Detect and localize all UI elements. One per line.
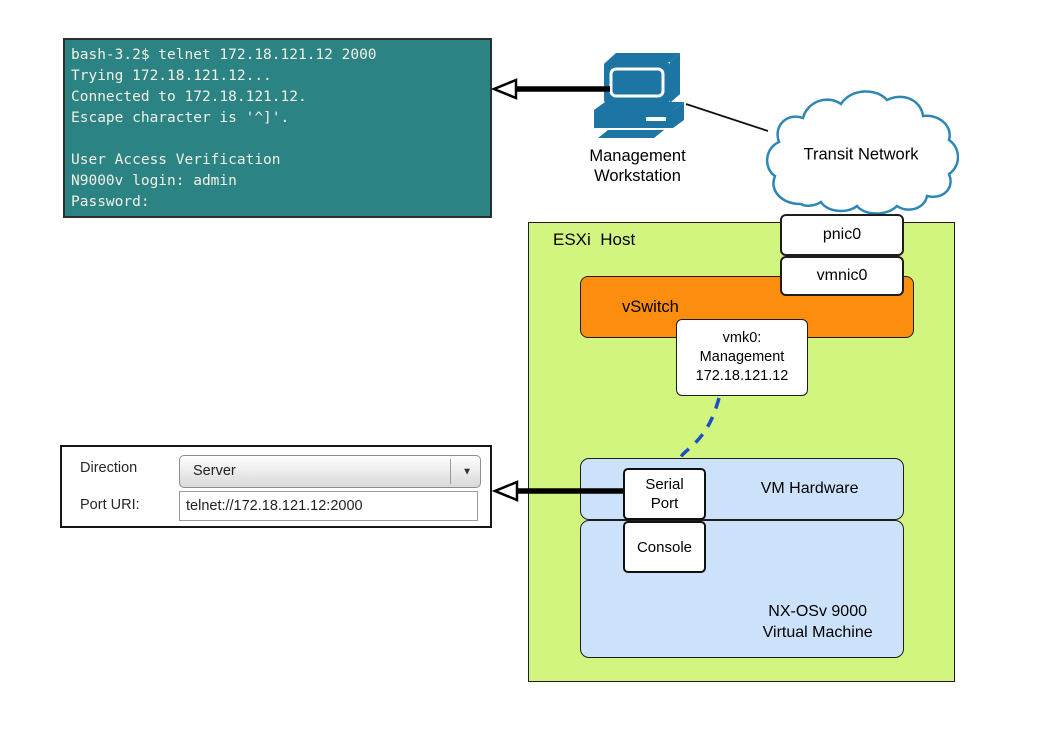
nxosv-label-line: NX-OSv 9000 [768,603,868,620]
direction-dropdown-value: Server [193,463,236,479]
direction-label: Direction [80,460,138,476]
vmk0-management-box: vmk0: Management 172.18.121.12 [676,319,808,396]
workstation-to-cloud-line [685,103,769,132]
cloud-shape [766,90,960,215]
port-uri-label: Port URI: [80,497,140,513]
pnic0-label: pnic0 [822,226,862,243]
terminal-line: User Access Verification [71,152,281,168]
terminal-line: Trying 172.18.121.12... [71,68,272,84]
transit-network-cloud: Transit Network [763,86,960,218]
management-workstation-label: Management Workstation [560,146,715,186]
terminal-line: Password: [71,194,150,210]
terminal-line: N9000v login: admin [71,173,237,189]
vswitch-label: vSwitch [622,297,679,316]
serial-port-label-line: Port [650,495,679,512]
dropdown-separator [450,459,451,484]
direction-dropdown[interactable]: Server ▼ [179,455,481,488]
serial-port-box: Serial Port [623,468,706,520]
nxosv-virtual-machine-label: NX-OSv 9000 Virtual Machine [763,601,873,643]
terminal-line: Connected to 172.18.121.12. [71,89,307,105]
workstation-icon-shapes [594,53,684,138]
workstation-screen [609,67,665,98]
serial-port-settings-panel: Direction Server ▼ Port URI: [60,445,492,528]
vmnic0-label: vmnic0 [816,267,868,284]
dropdown-arrow-icon[interactable]: ▼ [462,466,472,477]
cloud-icon [766,90,960,215]
management-workstation-icon [594,53,684,138]
nxosv-label-line: Virtual Machine [762,624,873,641]
workstation-disk-slot [646,117,666,121]
transit-network-label: Transit Network [803,145,919,164]
workstation-label-line: Workstation [594,167,681,185]
workstation-label-line: Management [589,147,686,165]
vmk0-label-line: Management [699,349,785,365]
terminal-window: bash-3.2$ telnet 172.18.121.12 2000 Tryi… [63,38,492,218]
terminal-line [71,129,490,150]
vmk0-label-line: 172.18.121.12 [695,368,789,384]
pnic0-box: pnic0 [780,214,904,256]
terminal-line: Escape character is '^]'. [71,110,290,126]
esxi-host-label: ESXi Host [553,230,636,249]
port-uri-input[interactable] [179,491,478,521]
vmnic0-box: vmnic0 [780,256,904,296]
console-label: Console [636,538,693,556]
serial-port-label-line: Serial [645,476,684,493]
vmk0-label-line: vmk0: [722,330,762,346]
console-box: Console [623,521,706,573]
vm-hardware-label: VM Hardware [760,480,859,497]
terminal-line: bash-3.2$ telnet 172.18.121.12 2000 [71,47,377,63]
